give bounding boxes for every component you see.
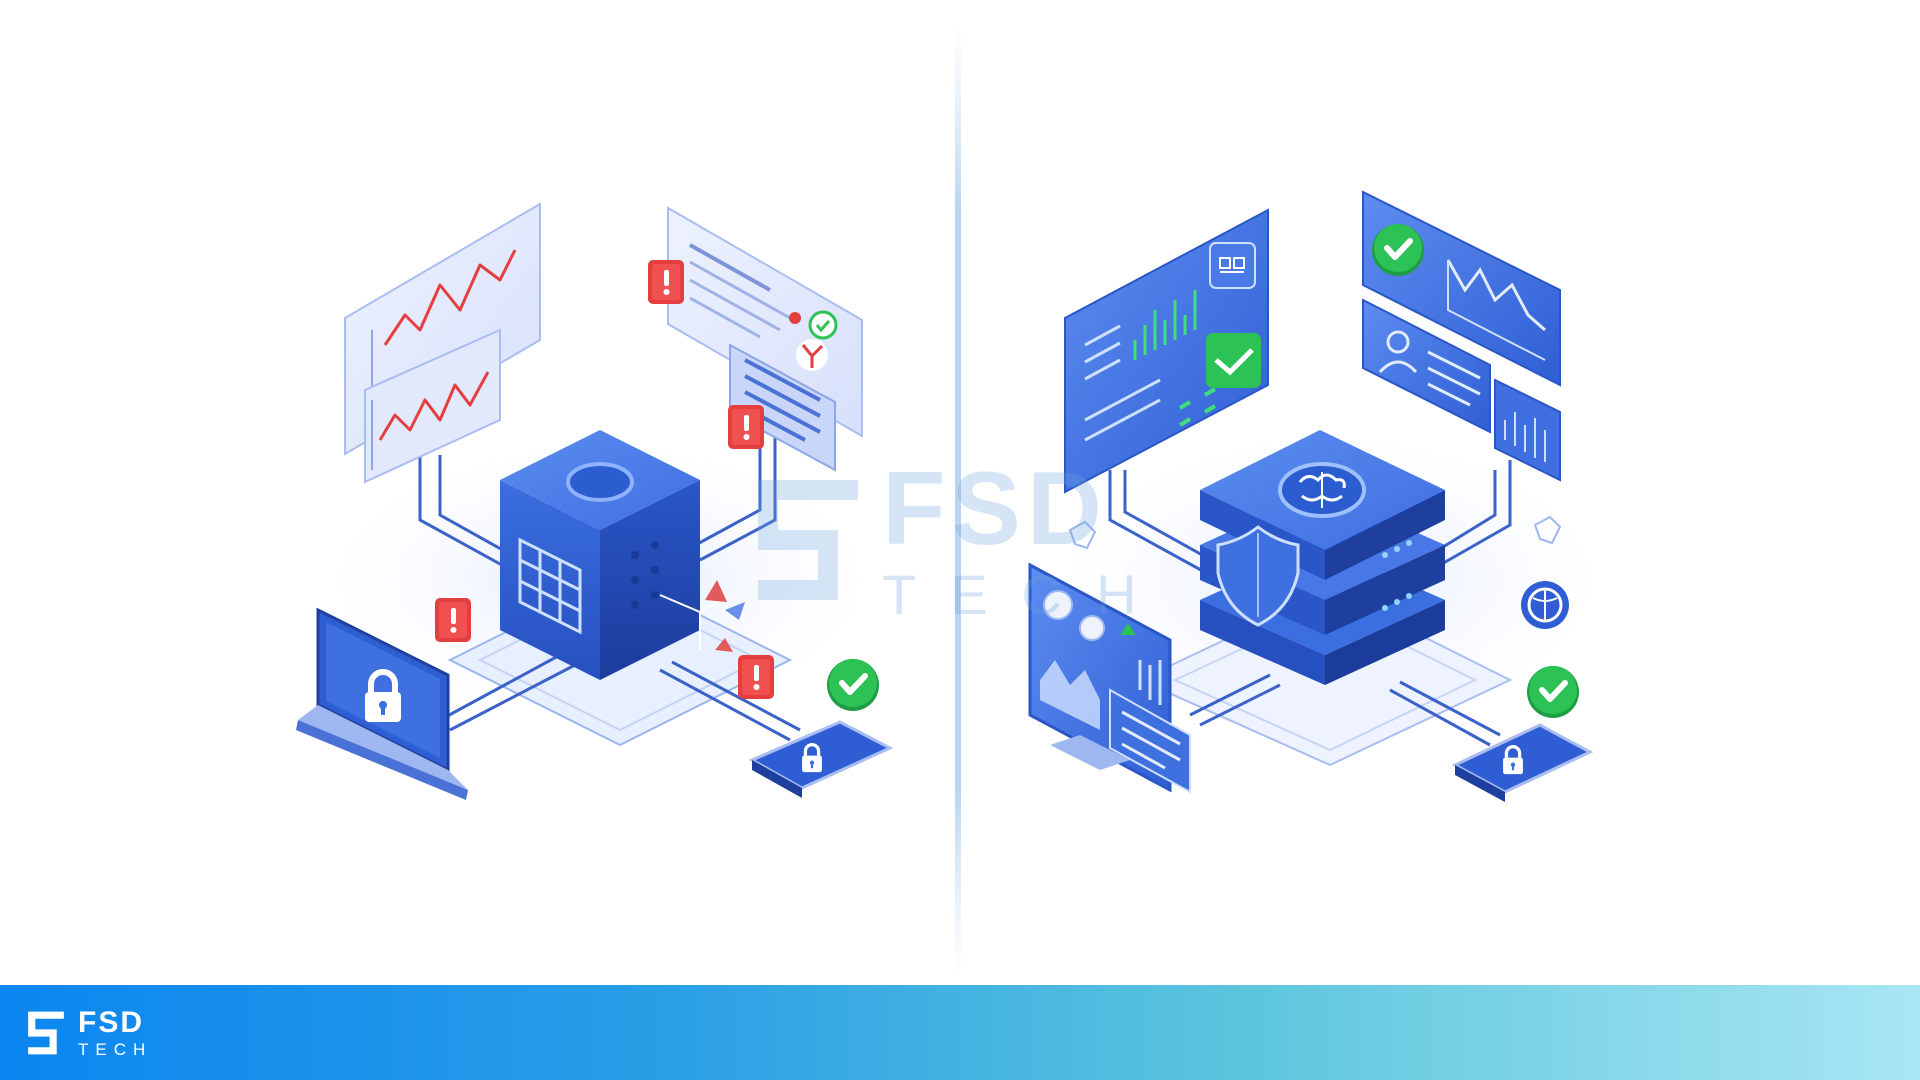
cube-vent-dots (631, 541, 659, 609)
logo-word: FSD (78, 1006, 144, 1039)
brain-ai-icon (1278, 462, 1366, 518)
monitor-device (1028, 562, 1191, 794)
phone-device-right (1451, 723, 1594, 802)
user-profile-icon (1378, 330, 1418, 374)
dashboard-mail-icon (1206, 333, 1261, 388)
cube-port-ring (566, 462, 634, 502)
user-profile-panel (1362, 298, 1561, 482)
fsd-tech-watermark: FSD TECH (748, 455, 1178, 625)
puzzle-outline-icon (1068, 515, 1562, 550)
fsd-tech-monogram-icon (758, 480, 858, 600)
check-icon-left (827, 659, 879, 711)
fsd-tech-logo-icon (28, 1011, 64, 1055)
status-chart-panel (1362, 190, 1561, 387)
alert-icon-left (435, 598, 471, 642)
server-cube (500, 430, 721, 680)
footer-logo: FSD TECH (24, 1005, 152, 1061)
warning-shards-icon (705, 580, 745, 652)
log-list-panel (729, 343, 836, 472)
log-document-panel (667, 206, 863, 438)
logo-sub: TECH (78, 1040, 153, 1059)
right-illustration (1028, 190, 1630, 802)
server-stack (1200, 430, 1445, 685)
keypad-grid-icon (518, 537, 582, 635)
status-check-icon (1372, 224, 1424, 276)
shield-icon (1216, 525, 1300, 627)
check-icon-right (1527, 666, 1579, 718)
left-connection-lines (418, 430, 801, 742)
laptop-device (296, 607, 468, 800)
footer-bar: FSD TECH (0, 985, 1920, 1080)
right-connection-lines (1108, 460, 1512, 747)
watermark-word: FSD (882, 451, 1108, 567)
illustration-stage (296, 20, 1630, 980)
left-illustration (296, 202, 900, 800)
alert-icon-bottom (738, 655, 774, 699)
center-divider (955, 20, 961, 980)
dashboard-chip-icon (1209, 242, 1256, 289)
globe-icon (1521, 581, 1569, 629)
watermark-sub: TECH (882, 563, 1171, 626)
alert-icon-top (648, 260, 684, 304)
analytics-dashboard-panel (1064, 208, 1269, 494)
line-chart-panel (344, 202, 541, 484)
alert-icon-mid (728, 405, 764, 449)
phone-device (748, 720, 894, 798)
